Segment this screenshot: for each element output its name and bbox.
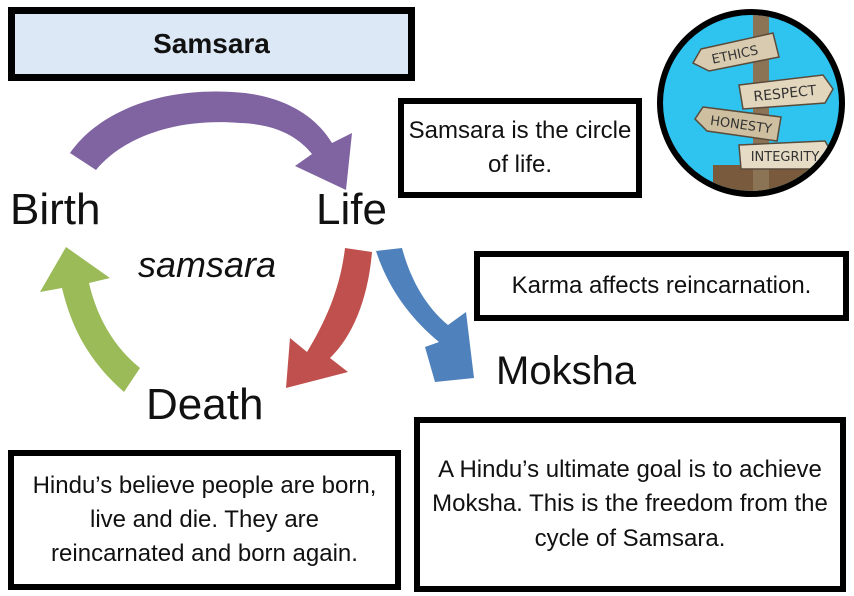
note-circle-text: Samsara is the circle of life.	[408, 116, 632, 178]
sign-respect: RESPECT	[738, 74, 834, 110]
signpost-image: ETHICS RESPECT HONESTY INTEGRITY	[657, 9, 845, 197]
label-birth: Birth	[10, 185, 101, 234]
sign-integrity-text: INTEGRITY	[751, 150, 820, 165]
arrow-life-to-moksha	[376, 248, 474, 382]
label-samsara-center: samsara	[138, 244, 277, 285]
note-hindu-belief-text: Hindu’s believe people are born, live an…	[32, 471, 377, 568]
note-karma: Karma affects reincarnation.	[474, 251, 849, 321]
sign-ethics: ETHICS	[691, 32, 780, 72]
arrow-death-to-birth	[40, 247, 140, 392]
sign-respect-text: RESPECT	[753, 83, 818, 106]
note-hindu-belief: Hindu’s believe people are born, live an…	[8, 450, 401, 590]
arrow-birth-to-life	[70, 91, 352, 190]
label-death: Death	[146, 380, 264, 429]
label-moksha: Moksha	[496, 349, 637, 393]
label-life: Life	[316, 185, 387, 234]
note-moksha-goal-text: A Hindu’s ultimate goal is to achieve Mo…	[432, 456, 828, 552]
page-title: Samsara	[153, 28, 270, 59]
note-karma-text: Karma affects reincarnation.	[511, 272, 812, 299]
note-moksha-goal: A Hindu’s ultimate goal is to achieve Mo…	[414, 417, 846, 592]
sign-honesty: HONESTY	[694, 106, 782, 142]
title-box: Samsara	[8, 7, 415, 81]
arrow-life-to-death	[286, 248, 372, 388]
sign-integrity: INTEGRITY	[738, 140, 834, 170]
note-circle-of-life: Samsara is the circle of life.	[398, 98, 642, 198]
